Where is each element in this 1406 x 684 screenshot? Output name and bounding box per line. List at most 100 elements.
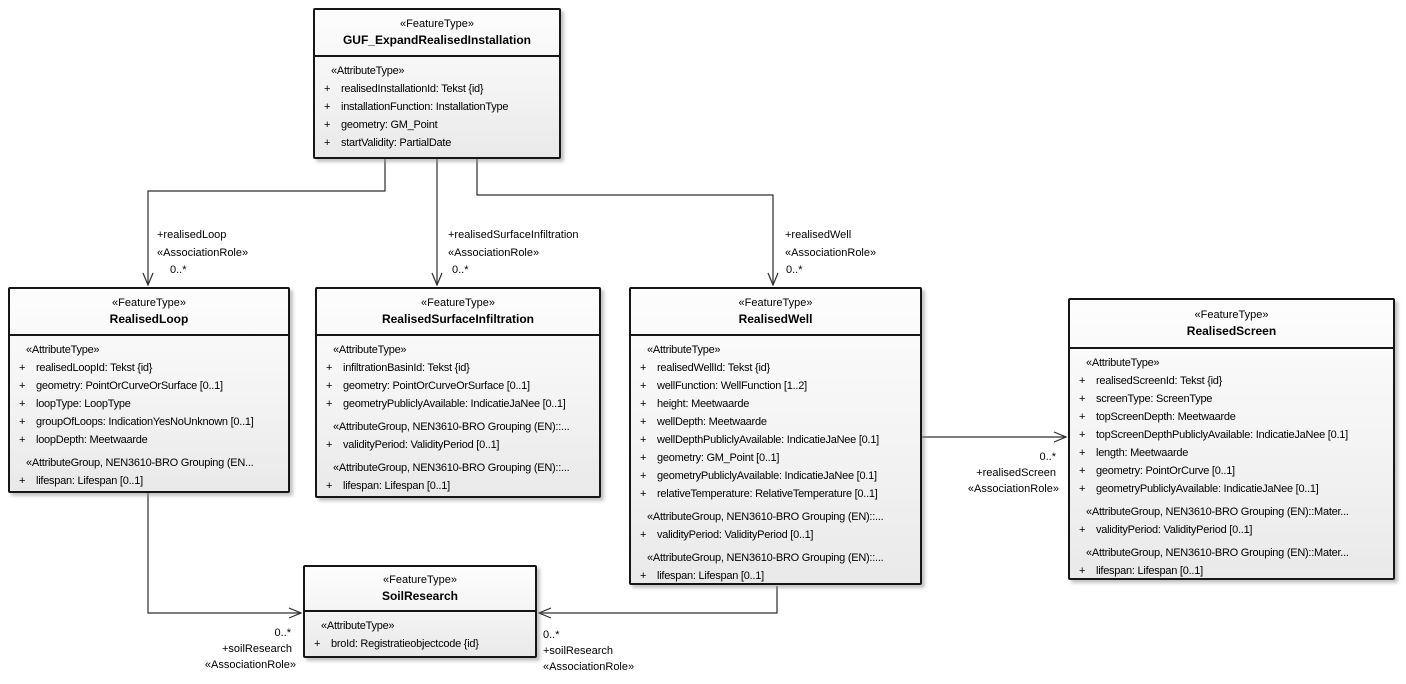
attribute-row: + lifespan: Lifespan [0..1] xyxy=(317,477,599,495)
visibility-plus: + xyxy=(1079,411,1086,423)
attribute-row: + realisedInstallationId: Tekst {id} xyxy=(315,80,559,98)
attribute-row: + wellFunction: WellFunction [1..2] xyxy=(631,377,920,395)
visibility-plus: + xyxy=(640,416,647,428)
visibility-plus: + xyxy=(19,434,26,446)
attribute-row: +wellDepthPubliclyAvailable: IndicatieJa… xyxy=(631,431,920,449)
visibility-plus: + xyxy=(326,480,333,492)
attribute-text: realisedInstallationId: Tekst {id} xyxy=(341,83,484,95)
connector-label: +soilResearch xyxy=(543,645,614,657)
attribute-text: groupOfLoops: IndicationYesNoUnknown [0.… xyxy=(36,416,254,428)
stereotype-row: «AttributeGroup, NEN3610-BRO Grouping (E… xyxy=(1086,506,1349,518)
class-box-SoilResearch[interactable]: «FeatureType»SoilResearch«AttributeType»… xyxy=(303,565,537,658)
visibility-plus: + xyxy=(640,398,647,410)
visibility-plus: + xyxy=(640,452,647,464)
attribute-row: +lifespan: Lifespan [0..1] xyxy=(631,567,920,583)
visibility-plus: + xyxy=(326,398,333,410)
attribute-row: + wellDepth: Meetwaarde xyxy=(631,413,920,431)
class-title: «FeatureType»GUF_ExpandRealisedInstallat… xyxy=(315,10,559,57)
attribute-text: realisedWellId: Tekst {id} xyxy=(657,362,770,374)
class-attributes: «AttributeType»+realisedLoopId: Tekst {i… xyxy=(10,336,288,490)
attribute-row: +groupOfLoops: IndicationYesNoUnknown [0… xyxy=(10,413,288,431)
attribute-text: wellDepth: Meetwaarde xyxy=(657,416,767,428)
class-title: «FeatureType» RealisedWell xyxy=(631,289,920,336)
visibility-plus: + xyxy=(19,362,26,374)
attribute-row: +loopType: LoopType xyxy=(10,395,288,413)
attribute-text: lifespan: Lifespan [0..1] xyxy=(343,480,450,492)
connector-label: +realisedSurfaceInfiltration xyxy=(448,229,579,241)
attribute-row: + geometry: PointOrCurveOrSurface [0..1] xyxy=(317,377,599,395)
attribute-text: loopDepth: Meetwaarde xyxy=(36,434,148,446)
attribute-text: geometry: PointOrCurveOrSurface [0..1] xyxy=(36,380,223,392)
attribute-row: +geometry: PointOrCurve [0..1] xyxy=(1070,462,1393,480)
attribute-row: + geometry: GM_Point xyxy=(315,116,559,134)
visibility-plus: + xyxy=(640,529,647,541)
class-stereotype: «FeatureType» xyxy=(738,297,813,309)
stereotype-row: «AttributeGroup, NEN3610-BRO Grouping (E… xyxy=(1086,547,1349,559)
visibility-plus: + xyxy=(314,638,321,650)
visibility-plus: + xyxy=(1079,524,1086,536)
visibility-plus: + xyxy=(1079,375,1086,387)
class-attributes: «AttributeType»+realisedScreenId: Tekst … xyxy=(1070,349,1393,578)
visibility-plus: + xyxy=(1079,393,1086,405)
visibility-plus: + xyxy=(640,570,647,582)
stereotype-row: «AttributeType» xyxy=(26,344,100,356)
class-stereotype: «FeatureType» xyxy=(383,574,457,586)
attribute-row: + infiltrationBasinId: Tekst {id} xyxy=(317,359,599,377)
connector-label: 0..* xyxy=(1039,451,1056,463)
connector-label: +realisedWell xyxy=(785,229,852,241)
attribute-text: lifespan: Lifespan [0..1] xyxy=(36,475,143,487)
visibility-plus: + xyxy=(1079,483,1086,495)
visibility-plus: + xyxy=(324,119,331,131)
visibility-plus: + xyxy=(326,380,333,392)
visibility-plus: + xyxy=(19,380,26,392)
attribute-row: +lifespan: Lifespan [0..1] xyxy=(1070,562,1393,578)
attribute-row: +startValidity: PartialDate xyxy=(315,134,559,152)
attribute-text: infiltrationBasinId: Tekst {id} xyxy=(343,362,470,374)
class-title: «FeatureType»RealisedScreen xyxy=(1070,300,1393,349)
stereotype-row: «AttributeGroup, NEN3610-BRO Grouping (E… xyxy=(26,457,254,469)
class-box-RealisedWell[interactable]: «FeatureType» RealisedWell «AttributeType»… xyxy=(629,287,922,585)
attribute-row: +topScreenDepthPubliclyAvailable: Indica… xyxy=(1070,426,1393,444)
stereotype-row: «AttributeType» xyxy=(647,344,721,356)
stereotype-row: «AttributeGroup, NEN3610-BRO Grouping (E… xyxy=(647,552,884,564)
visibility-plus: + xyxy=(324,83,331,95)
class-box-RealisedScreen[interactable]: «FeatureType»RealisedScreen«AttributeTyp… xyxy=(1068,298,1395,580)
connector-label: 0..* xyxy=(543,629,560,641)
attribute-row: +installationFunction: InstallationType xyxy=(315,98,559,116)
stereotype-row: «AttributeGroup, NEN3610-BRO Grouping (E… xyxy=(333,421,570,433)
visibility-plus: + xyxy=(640,380,647,392)
attribute-text: validityPeriod: ValidityPeriod [0..1] xyxy=(1096,524,1253,536)
connector-label: «AssociationRole» xyxy=(543,661,635,673)
attribute-row: +realisedScreenId: Tekst {id} xyxy=(1070,372,1393,390)
visibility-plus: + xyxy=(19,398,26,410)
connector-label: «AssociationRole» xyxy=(785,247,877,259)
attribute-text: validityPeriod: ValidityPeriod [0..1] xyxy=(343,439,500,451)
attribute-text: geometryPubliclyAvailable: IndicatieJaNe… xyxy=(1096,483,1319,495)
connector-label: «AssociationRole» xyxy=(448,247,540,259)
attribute-text: screenType: ScreenType xyxy=(1096,393,1213,405)
connector-label: 0..* xyxy=(274,627,291,639)
stereotype-row: «AttributeGroup, NEN3610-BRO Grouping (E… xyxy=(333,462,570,474)
visibility-plus: + xyxy=(640,470,647,482)
class-name: GUF_ExpandRealisedInstallation xyxy=(342,33,532,47)
class-box-RealisedLoop[interactable]: «FeatureType»RealisedLoop«AttributeType»… xyxy=(8,287,290,493)
attribute-text: geometry: GM_Point xyxy=(341,119,438,131)
attribute-row: +relativeTemperature: RelativeTemperatur… xyxy=(631,485,920,503)
attribute-text: geometryPubliclyAvailable: IndicatieJaNe… xyxy=(657,470,877,482)
attribute-text: geometry: PointOrCurveOrSurface [0..1] xyxy=(343,380,530,392)
attribute-text: geometry: GM_Point [0..1] xyxy=(657,452,780,464)
class-box-GUF_ExpandRealisedInstallation[interactable]: «FeatureType»GUF_ExpandRealisedInstallat… xyxy=(313,8,561,159)
attribute-row: + geometry: GM_Point [0..1] xyxy=(631,449,920,467)
class-title: «FeatureType»SoilResearch xyxy=(305,567,535,612)
attribute-text: validityPeriod: ValidityPeriod [0..1] xyxy=(657,529,814,541)
class-name: RealisedSurfaceInfiltration xyxy=(381,312,535,326)
class-name: RealisedWell xyxy=(738,312,813,326)
visibility-plus: + xyxy=(1079,447,1086,459)
visibility-plus: + xyxy=(1079,565,1086,577)
class-attributes: «AttributeType»+infiltrationBasinId: Tek… xyxy=(317,336,599,495)
visibility-plus: + xyxy=(326,362,333,374)
attribute-text: wellFunction: WellFunction [1..2] xyxy=(657,380,807,392)
attribute-text: geometryPubliclyAvailable: IndicatieJaNe… xyxy=(343,398,566,410)
class-box-RealisedSurfaceInfiltration[interactable]: «FeatureType»RealisedSurfaceInfiltration… xyxy=(315,287,601,498)
class-name: RealisedLoop xyxy=(109,312,189,326)
